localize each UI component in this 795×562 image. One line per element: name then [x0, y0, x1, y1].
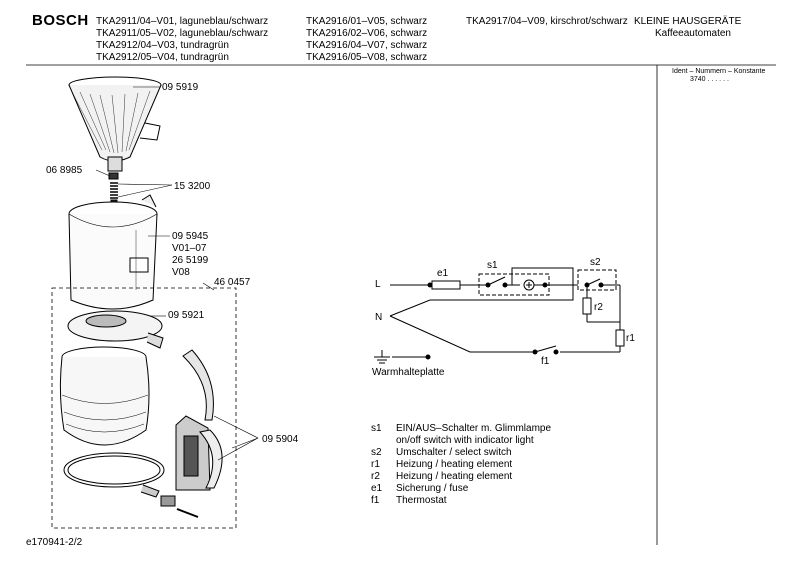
legend-key: s1: [371, 423, 382, 434]
model-line: TKA2917/04–V09, kirschrot/schwarz: [466, 16, 628, 27]
legend-row: r2 Heizung / heating element: [371, 471, 512, 482]
legend-text: Thermostat: [396, 495, 447, 506]
legend-key: r1: [371, 459, 380, 470]
part-label-valve: 06 8985: [46, 165, 83, 176]
part-label-lid: 09 5945: [172, 231, 209, 242]
legend-key: e1: [371, 483, 383, 494]
circuit-label-f1: f1: [541, 356, 550, 367]
model-line: TKA2916/02–V06, schwarz: [306, 28, 428, 39]
circuit-label-e1: e1: [437, 268, 449, 279]
legend-key: f1: [371, 495, 380, 506]
switch-s1-blade: [487, 276, 506, 286]
part-label-lid-variant-2: V08: [172, 267, 190, 278]
part-label-filter: 09 5919: [162, 82, 199, 93]
switch-s2-box: [577, 269, 617, 291]
legend-text: Heizung / heating element: [396, 471, 513, 482]
jug-set-box: [51, 287, 237, 529]
category-title: KLEINE HAUSGERÄTE: [634, 16, 742, 27]
legend-text: Umschalter / select switch: [396, 447, 512, 458]
legend-row: on/off switch with indicator light: [371, 435, 534, 446]
part-label-handle: 09 5904: [262, 434, 299, 445]
legend-key: r2: [371, 471, 380, 482]
node: [427, 282, 433, 288]
legend-text: Sicherung / fuse: [396, 483, 469, 494]
leader-spring-2: [117, 184, 173, 198]
circuit-label-warmhalteplatte: Warmhalteplatte: [372, 367, 445, 378]
resistor-r2: [582, 297, 592, 315]
legend-text: on/off switch with indicator light: [396, 435, 534, 446]
leader-handle-1: [213, 415, 259, 439]
leader-jug-set: [202, 282, 215, 291]
fuse-e1: [431, 280, 461, 290]
model-line: TKA2912/04–V03, tundragrün: [96, 40, 229, 51]
leader-handle-2: [231, 437, 259, 449]
circuit-label-N: N: [375, 312, 383, 323]
circuit-label-s2: s2: [590, 257, 601, 268]
subcategory-title: Kaffeeautomaten: [655, 28, 731, 39]
filter-cone-part: [68, 76, 162, 172]
circuit-label-s1: s1: [487, 260, 498, 271]
part-label-jug-set: 46 0457: [214, 277, 251, 288]
legend-row: f1 Thermostat: [371, 495, 447, 506]
ident-value: 3740 . . . . . .: [690, 76, 729, 83]
handle-parts: [160, 349, 223, 518]
part-label-spring: 15 3200: [174, 181, 211, 192]
circuit-label-r1: r1: [626, 333, 635, 344]
model-line: TKA2911/04–V01, laguneblau/schwarz: [96, 16, 269, 27]
part-label-jug-lid: 09 5921: [168, 310, 205, 321]
model-line: TKA2916/04–V07, schwarz: [306, 40, 428, 51]
legend-row: r1 Heizung / heating element: [371, 459, 512, 470]
ident-title: Ident – Nummern – Konstante: [672, 68, 766, 75]
tank-lid-part: [68, 194, 158, 310]
legend-text: EIN/AUS–Schalter m. Glimmlampe: [396, 423, 552, 434]
legend-row: e1 Sicherung / fuse: [371, 483, 468, 494]
part-label-lid-alt: 26 5199: [172, 255, 209, 266]
resistor-r1: [615, 329, 625, 347]
part-label-lid-variant: V01–07: [172, 243, 207, 254]
circuit-label-r2: r2: [594, 302, 603, 313]
leader-spring-1: [117, 183, 173, 186]
leader-handle-3: [217, 437, 259, 461]
model-line: TKA2916/05–V08, schwarz: [306, 52, 428, 63]
model-line: TKA2916/01–V05, schwarz: [306, 16, 428, 27]
circuit-diagram: [374, 267, 625, 364]
circuit-label-L: L: [375, 279, 381, 290]
leader-valve: [95, 169, 111, 177]
glass-jug-part: [59, 346, 150, 446]
legend-text: Heizung / heating element: [396, 459, 513, 470]
thermostat-f1: [534, 345, 557, 353]
model-line: TKA2911/05–V02, laguneblau/schwarz: [96, 28, 269, 39]
brand-logo: BOSCH: [32, 12, 89, 29]
document-code: e170941-2/2: [26, 537, 83, 548]
legend-row: s1 EIN/AUS–Schalter m. Glimmlampe: [371, 423, 551, 434]
legend-row: s2 Umschalter / select switch: [371, 447, 512, 458]
legend-key: s2: [371, 447, 382, 458]
model-line: TKA2912/05–V04, tundragrün: [96, 52, 229, 63]
jug-lid-part: [67, 310, 164, 349]
jug-base-part: [63, 452, 165, 498]
